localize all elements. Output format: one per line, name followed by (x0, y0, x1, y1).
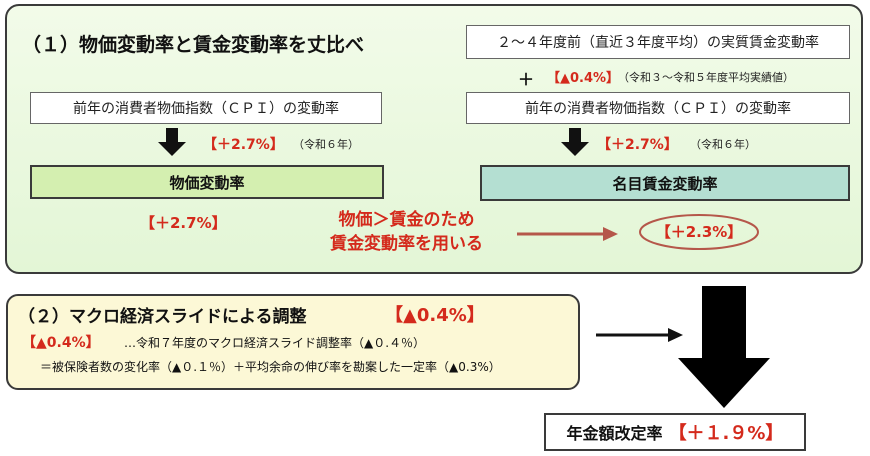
final-rate-box: 年金額改定率 【＋１.９%】 (544, 413, 806, 451)
right-arrow-icon (517, 227, 618, 241)
left-cpi-note: （令和６年） (293, 138, 359, 151)
down-arrow-icon (561, 128, 589, 156)
real-wage-value: 【▲0.4%】 (547, 71, 620, 86)
nominal-wage-rate-box: 名目賃金変動率 (480, 165, 850, 201)
comparison-line2: 賃金変動率を用いる (330, 234, 483, 254)
left-cpi-box: 前年の消費者物価指数（ＣＰＩ）の変動率 (30, 92, 382, 124)
right-cpi-box: 前年の消費者物価指数（ＣＰＩ）の変動率 (466, 92, 850, 124)
final-rate-label: 年金額改定率 (566, 424, 663, 443)
section1-title: （１）物価変動率と賃金変動率を丈比べ (22, 34, 365, 56)
comparison-line1: 物価＞賃金のため (338, 210, 475, 230)
price-change-rate-box: 物価変動率 (30, 165, 384, 199)
section2-panel (6, 294, 580, 390)
nominal-wage-rate-value: 【＋2.3%】 (655, 223, 743, 241)
right-cpi-note: （令和６年） (690, 138, 756, 151)
final-rate-value: 【＋１.９%】 (668, 423, 784, 444)
right-arrow-icon (596, 328, 683, 342)
section2-line1-text: …令和７年度のマクロ経済スライド調整率（▲０.４％） (124, 336, 426, 350)
comparison-note: 物価＞賃金のため 賃金変動率を用いる (294, 208, 519, 256)
plus-sign: ＋ (518, 70, 535, 89)
real-wage-box: ２～４年度前（直近３年度平均）の実質賃金変動率 (466, 25, 850, 59)
section2-line1-value: 【▲0.4%】 (22, 335, 100, 351)
down-arrow-icon (158, 128, 186, 156)
price-change-rate-value: 【＋2.7%】 (140, 214, 227, 232)
left-cpi-value: 【＋2.7%】 (203, 137, 284, 153)
section2-line2-text: ＝被保険者数の変化率（▲０.１％）＋平均余命の伸び率を勘案した一定率（▲0.3%… (40, 360, 501, 374)
big-down-arrow-icon (678, 286, 770, 408)
section2-title: （２）マクロ経済スライドによる調整 (18, 307, 307, 327)
section2-title-value: 【▲0.4%】 (385, 305, 485, 326)
right-cpi-value: 【＋2.7%】 (597, 137, 678, 153)
real-wage-note: （令和３～令和５年度平均実績値） (618, 71, 794, 84)
highlight-ellipse (639, 214, 759, 250)
